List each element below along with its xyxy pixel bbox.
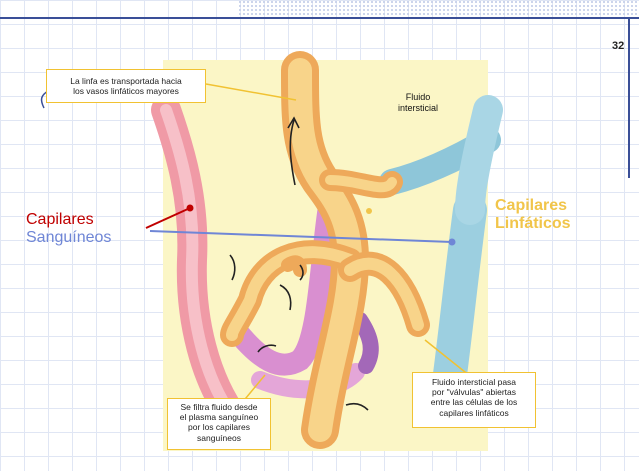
- blood-capillaries-line1: Capilares: [26, 211, 111, 229]
- callout-bl-line3: por los capilares: [168, 422, 270, 432]
- callout-top-line1: La linfa es transportada hacia: [47, 76, 205, 86]
- blood-pointer-dot: [187, 205, 194, 212]
- interstitial-line2: intersticial: [390, 103, 446, 114]
- callout-bottom-right: Fluido intersticial pasa por "válvulas" …: [412, 372, 536, 428]
- callout-top-line2: los vasos linfáticos mayores: [47, 86, 205, 96]
- callout-br-line4: capilares linfáticos: [413, 408, 535, 418]
- blood-capillaries-label: Capilares Sanguíneos: [26, 211, 111, 247]
- callout-br-line1: Fluido intersticial pasa: [413, 377, 535, 387]
- lymph-capillaries-label: Capilares Linfáticos: [495, 197, 571, 233]
- callout-bl-line2: el plasma sanguíneo: [168, 412, 270, 422]
- interstitial-line1: Fluido: [390, 92, 446, 103]
- lymph-vessel-blue: [392, 110, 488, 390]
- blood-capillaries-line2: Sanguíneos: [26, 229, 111, 247]
- callout-bl-line1: Se filtra fluido desde: [168, 402, 270, 412]
- callout-top: La linfa es transportada hacia los vasos…: [46, 69, 206, 103]
- callout-br-line3: entre las células de los: [413, 397, 535, 407]
- lymph-capillaries-line1: Capilares: [495, 197, 571, 215]
- callout-bottom-left: Se filtra fluido desde el plasma sanguín…: [167, 398, 271, 450]
- interstitial-label: Fluido intersticial: [390, 92, 446, 114]
- callout-br-line2: por "válvulas" abiertas: [413, 387, 535, 397]
- lymph-pointer-dot: [366, 208, 372, 214]
- lymph-capillaries-line2: Linfáticos: [495, 215, 571, 233]
- callout-bl-line4: sanguíneos: [168, 433, 270, 443]
- blue-pointer-dot: [449, 239, 456, 246]
